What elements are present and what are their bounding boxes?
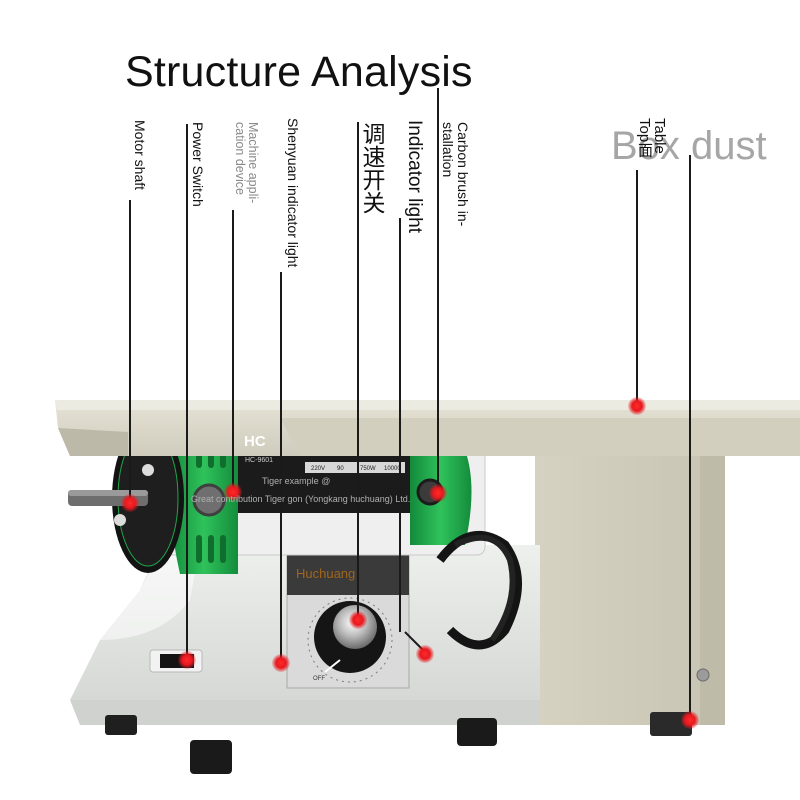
marker-application-device: [224, 483, 242, 501]
marker-speed-switch: [349, 611, 367, 629]
callout-box-dust: Box dust: [611, 124, 767, 168]
leader-lines: [129, 88, 691, 718]
callout-speed-switch: 调速开关: [359, 122, 385, 214]
brand-label: Huchuang: [296, 566, 356, 581]
marker-table-top: [628, 397, 646, 415]
callout-motor-shaft: Motor shaft: [132, 120, 148, 191]
marker-box-dust: [681, 711, 699, 729]
machine-model: HC-9601: [245, 457, 273, 464]
marker-motor-shaft: [121, 494, 139, 512]
table-top: [55, 400, 800, 456]
motor-housing: [68, 418, 486, 574]
dust-box: [535, 445, 725, 736]
marker-carbon-brush: [429, 484, 447, 502]
spec-voltage: 220V: [311, 466, 325, 472]
marker-indicator-light: [416, 645, 434, 663]
callout-markers: [121, 397, 699, 729]
control-panel: [286, 552, 410, 689]
callout-carbon-brush-installation: Carbon brush in- stallation: [440, 122, 471, 227]
spec-power: 750W: [360, 466, 376, 472]
machine-logo: HC: [244, 433, 266, 450]
spec-rpm: 10000: [384, 466, 401, 472]
callout-indicator-light: Indicator light: [404, 120, 425, 234]
watermark-line-1: Tiger example @: [262, 476, 331, 486]
callout-shenyuan-indicator-light: Shenyuan indicator light: [285, 118, 301, 268]
spec-2: 90: [337, 466, 344, 472]
marker-power-switch: [178, 651, 196, 669]
callout-power-switch: Power Switch: [190, 122, 206, 207]
power-cord: [436, 530, 522, 650]
callout-machine-application-device: Machine appli- cation device: [233, 122, 260, 204]
marker-shenyuan-indicator: [272, 654, 290, 672]
callout-table-top: Table Top面: [636, 118, 668, 158]
diagram-title: Structure Analysis: [125, 48, 473, 96]
watermark-line-2: Great contribution Tiger gon (Yongkang h…: [191, 494, 411, 504]
knob-off-label: OFF: [313, 676, 325, 682]
